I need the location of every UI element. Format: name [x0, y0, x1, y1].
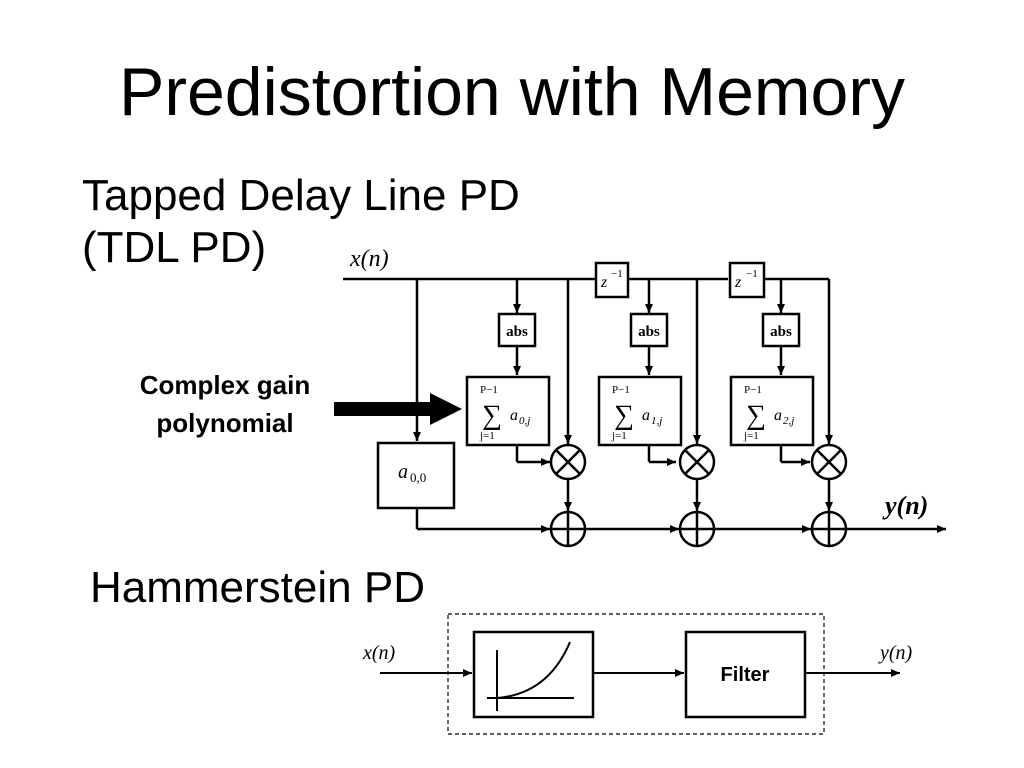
- svg-text:P−1: P−1: [612, 384, 630, 396]
- delay-block-1: z −1: [594, 261, 630, 299]
- svg-text:j=1: j=1: [611, 430, 627, 442]
- hammerstein-heading: Hammerstein PD: [90, 563, 425, 612]
- ham-input-label: x(n): [362, 642, 396, 664]
- svg-text:a: a: [774, 407, 782, 424]
- svg-text:abs: abs: [770, 324, 792, 340]
- svg-text:0,j: 0,j: [519, 415, 530, 427]
- a00-block: a 0,0: [376, 441, 456, 510]
- svg-text:z: z: [734, 274, 742, 291]
- svg-text:−1: −1: [611, 268, 623, 280]
- tdl-heading: Tapped Delay Line PD (TDL PD): [82, 170, 520, 274]
- filter-label: Filter: [721, 664, 770, 686]
- poly-block-1: P−1 ∑ j=1 a 1,j: [597, 375, 683, 447]
- svg-text:a: a: [642, 407, 650, 424]
- page-title: Predistortion with Memory: [118, 54, 906, 130]
- nonlinearity-block: [472, 630, 595, 719]
- svg-text:0,0: 0,0: [410, 470, 426, 485]
- svg-text:j=1: j=1: [479, 430, 495, 442]
- poly-block-2: P−1 ∑ j=1 a 2,j: [729, 375, 815, 447]
- sigma-0: ∑: [482, 400, 502, 431]
- svg-text:a: a: [398, 461, 408, 483]
- tdl-heading-line1: Tapped Delay Line PD: [82, 171, 520, 220]
- tdl-heading-line2: (TDL PD): [82, 223, 267, 272]
- tdl-output-label: y(n): [882, 491, 928, 520]
- svg-text:abs: abs: [638, 324, 660, 340]
- callout-line2: polynomial: [156, 408, 294, 438]
- sigma-2: ∑: [746, 400, 766, 431]
- callout-line1: Complex gain: [139, 370, 311, 400]
- adder-1: [678, 510, 716, 548]
- svg-text:abs: abs: [506, 324, 528, 340]
- svg-text:a: a: [510, 407, 518, 424]
- svg-text:j=1: j=1: [743, 430, 759, 442]
- svg-text:z: z: [600, 274, 608, 291]
- svg-text:1,j: 1,j: [651, 415, 662, 427]
- abs-block-1: abs: [629, 312, 669, 348]
- svg-text:2,j: 2,j: [783, 415, 794, 427]
- multiplier-1: [678, 443, 716, 481]
- adder-0: [549, 510, 587, 548]
- sigma-1: ∑: [614, 400, 634, 431]
- abs-block-2: abs: [761, 312, 801, 348]
- nonlinear-curve: [496, 641, 571, 699]
- ham-output-label: y(n): [878, 642, 913, 664]
- tdl-input-label: x(n): [349, 246, 389, 272]
- abs-block-0: abs: [497, 312, 537, 348]
- multiplier-0: [549, 443, 587, 481]
- adder-2: [810, 510, 848, 548]
- callout-label: Complex gain polynomial: [100, 366, 350, 442]
- svg-text:−1: −1: [746, 268, 758, 280]
- svg-text:P−1: P−1: [744, 384, 762, 396]
- filter-block: Filter: [684, 630, 807, 719]
- poly-block-0: P−1 ∑ j=1 a 0,j: [465, 375, 551, 447]
- callout-arrow: [334, 393, 462, 425]
- svg-text:P−1: P−1: [480, 384, 498, 396]
- delay-block-2: z −1: [728, 261, 766, 299]
- multiplier-2: [810, 443, 848, 481]
